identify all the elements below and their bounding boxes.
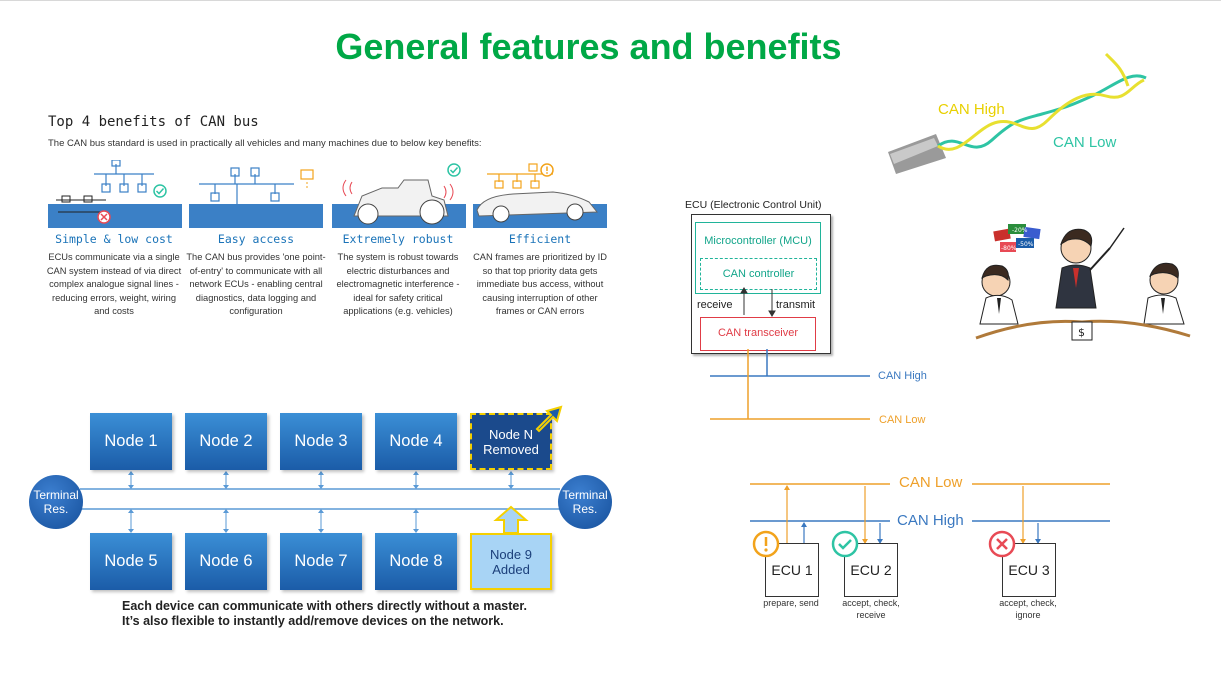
- error-icon: [988, 530, 1016, 558]
- network-caption: Each device can communicate with others …: [122, 599, 527, 629]
- ecu-diagram-label: ECU (Electronic Control Unit): [685, 199, 822, 211]
- tag-80: -80%: [1001, 245, 1017, 252]
- efficient-illustration: [473, 163, 607, 228]
- ecu-box: [691, 214, 831, 354]
- simple-low-cost-illustration: [48, 160, 182, 228]
- node-7: Node 7: [280, 533, 362, 590]
- benefit-desc-3: The system is robust towards electric di…: [336, 252, 460, 317]
- benefit-title-1: Simple & low cost: [55, 232, 173, 246]
- benefits-subheading: The CAN bus standard is used in practica…: [48, 138, 482, 149]
- ecu-bus-lines: [710, 287, 870, 420]
- ecu-3-box: ECU 3: [1002, 543, 1056, 597]
- ecu-can-low-label: CAN Low: [879, 414, 926, 426]
- can-transceiver-label: CAN transceiver: [717, 327, 799, 339]
- node-8: Node 8: [375, 533, 457, 590]
- arb-can-high-label: CAN High: [897, 512, 964, 529]
- benefit-title-2: Easy access: [217, 232, 295, 246]
- ecu-can-high-label: CAN High: [878, 370, 927, 382]
- network-bus-lines: [80, 471, 560, 533]
- node-4: Node 4: [375, 413, 457, 470]
- arbitration-bus-lines: [750, 483, 1110, 544]
- page-title: General features and benefits: [335, 26, 842, 67]
- ecu-1-action: prepare, send: [763, 598, 819, 608]
- can-controller-box: [700, 258, 817, 290]
- can-controller-label: CAN controller: [722, 268, 795, 280]
- tag-20: -20%: [1012, 227, 1028, 234]
- mcu-label: Microcontroller (MCU): [704, 235, 812, 247]
- arb-can-low-label: CAN Low: [899, 474, 963, 491]
- benefit-title-4: Efficient: [508, 232, 572, 246]
- warning-icon: [752, 530, 780, 558]
- network-caption-line2: It’s also flexible to instantly add/remo…: [122, 614, 504, 628]
- node-3: Node 3: [280, 413, 362, 470]
- benefits-heading: Top 4 benefits of CAN bus: [48, 114, 259, 130]
- check-icon: [831, 530, 859, 558]
- benefit-desc-1: ECUs communicate via a single CAN system…: [46, 252, 182, 317]
- network-caption-line1: Each device can communicate with others …: [122, 599, 527, 613]
- benefit-illustrations: [48, 160, 607, 228]
- easy-access-illustration: [189, 167, 323, 228]
- twisted-pair-cable: [888, 52, 1147, 174]
- terminal-resistor-right: Terminal Res.: [558, 475, 612, 529]
- ecu-2-action: accept, check, receive: [842, 598, 900, 620]
- mcu-box: [695, 222, 821, 294]
- node-1: Node 1: [90, 413, 172, 470]
- transmit-label: transmit: [776, 299, 816, 311]
- node-6: Node 6: [185, 533, 267, 590]
- benefit-desc-4: CAN frames are prioritized by ID so that…: [473, 252, 607, 317]
- node-removed: Node N Removed: [470, 413, 552, 470]
- cable-label-high: CAN High: [938, 101, 1005, 118]
- receive-label: receive: [697, 299, 733, 311]
- benefit-title-3: Extremely robust: [342, 232, 454, 246]
- tag-50: -50%: [1018, 241, 1034, 248]
- node-5: Node 5: [90, 533, 172, 590]
- cable-label-low: CAN Low: [1053, 134, 1117, 151]
- terminal-resistor-left: Terminal Res.: [29, 475, 83, 529]
- top-border: [0, 0, 1221, 1]
- extremely-robust-illustration: [332, 163, 466, 228]
- tug-of-war-illustration: -20% -80% -50% $: [975, 224, 1191, 341]
- can-transceiver-box: [700, 317, 816, 351]
- added-arrow-icon: [493, 505, 529, 534]
- node-added: Node 9 Added: [470, 533, 552, 590]
- removed-arrow-icon: [535, 405, 563, 433]
- dollar-sign: $: [1078, 326, 1085, 339]
- ecu-3-action: accept, check, ignore: [999, 598, 1057, 620]
- benefit-desc-2: The CAN bus provides 'one point-of-entry…: [186, 252, 326, 317]
- node-2: Node 2: [185, 413, 267, 470]
